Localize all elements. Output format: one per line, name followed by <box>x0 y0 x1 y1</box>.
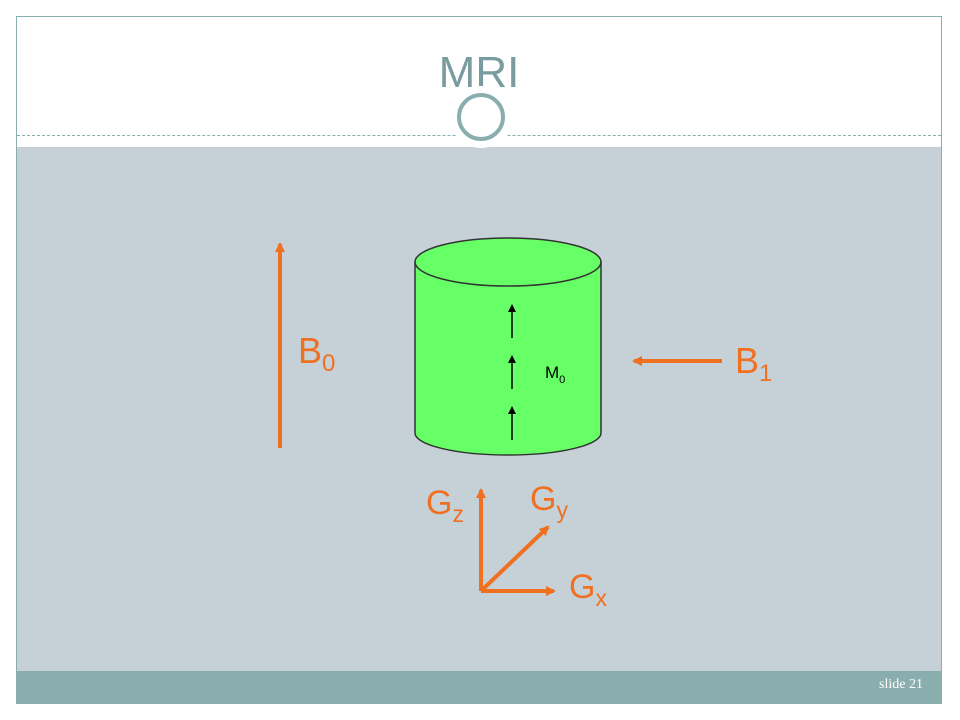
gy-axis-arrow <box>479 525 550 593</box>
m0-label-sub: 0 <box>559 374 565 386</box>
gy-label: Gy <box>530 480 568 523</box>
sample-cylinder <box>414 237 602 456</box>
slide-number: slide 21 <box>879 677 923 692</box>
gz-label: Gz <box>426 484 464 527</box>
gx-label-sub: x <box>595 585 607 611</box>
gz-label-main: G <box>426 484 452 522</box>
b1-label-sub: 1 <box>759 360 772 387</box>
gx-label-main: G <box>569 568 595 606</box>
b0-label-sub: 0 <box>322 350 335 377</box>
m0-label: M0 <box>545 363 565 386</box>
gradient-axes <box>476 488 556 596</box>
footer-bar: slide 21 <box>17 671 941 703</box>
gx-label: Gx <box>569 568 607 611</box>
gy-label-sub: y <box>556 497 568 523</box>
m0-label-main: M <box>545 363 559 382</box>
b1-label: B1 <box>735 340 772 387</box>
gz-label-sub: z <box>452 501 464 527</box>
b0-label: B0 <box>298 330 335 377</box>
b0-label-main: B <box>298 330 322 371</box>
b1-label-main: B <box>735 340 759 381</box>
gy-label-main: G <box>530 480 556 518</box>
title-ornament-circle-icon <box>450 86 512 148</box>
